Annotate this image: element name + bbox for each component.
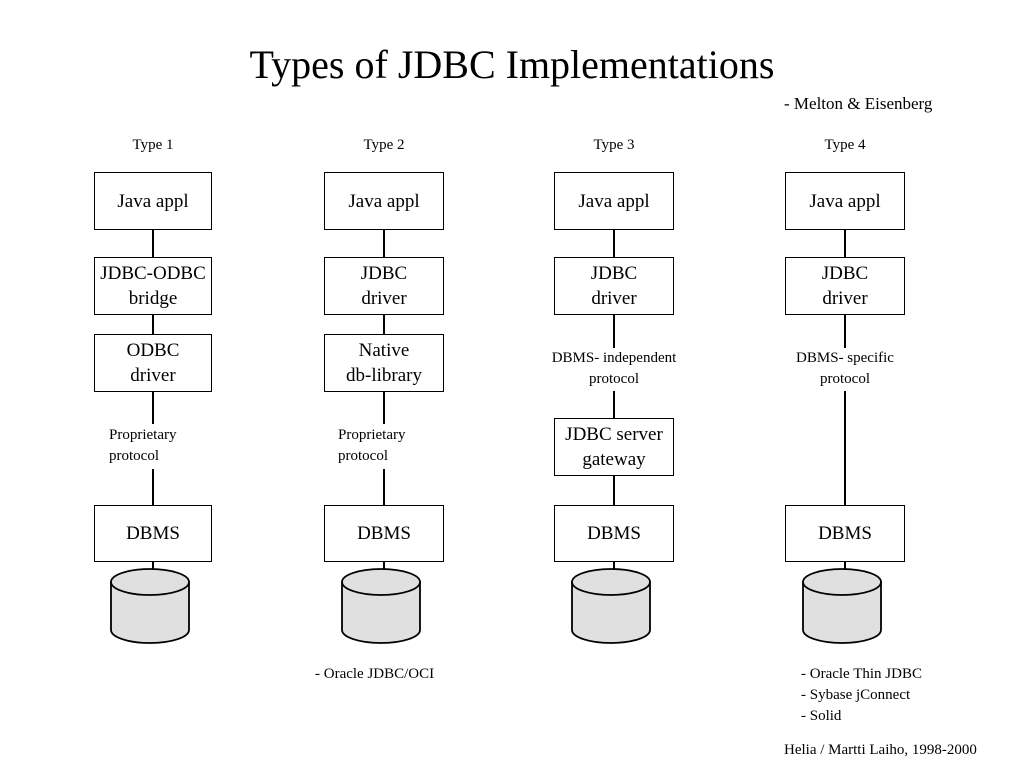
database-cylinder-icon-type-2 (339, 568, 423, 646)
title-attribution: - Melton & Eisenberg (784, 94, 933, 113)
footnote-type-4: - Oracle Thin JDBC - Sybase jConnect - S… (801, 666, 922, 724)
connector-t4-protocol-dbms (844, 391, 846, 505)
column-header-type-2: Type 2 (363, 137, 405, 153)
node-java-appl-type-2[interactable]: Java appl (324, 172, 444, 230)
node-java-appl-type-4[interactable]: Java appl (785, 172, 905, 230)
connector-t3-app-driver (613, 230, 615, 257)
connector-t2-driver-native (383, 315, 385, 334)
connector-t3-gateway-dbms (613, 476, 615, 505)
protocol-label-type-1: Proprietary protocol (109, 427, 177, 464)
node-java-appl-type-1[interactable]: Java appl (94, 172, 212, 230)
connector-t2-native-protocol (383, 392, 385, 424)
connector-t1-bridge-odbc (152, 315, 154, 334)
node-jdbc-driver-type-4[interactable]: JDBC driver (785, 257, 905, 315)
node-odbc-driver[interactable]: ODBC driver (94, 334, 212, 392)
database-cylinder-icon-type-3 (569, 568, 653, 646)
node-java-appl-type-3[interactable]: Java appl (554, 172, 674, 230)
database-cylinder-icon-type-1 (108, 568, 192, 646)
connector-t1-odbc-protocol (152, 392, 154, 424)
column-header-type-3: Type 3 (593, 137, 635, 153)
connector-t1-protocol-dbms (152, 469, 154, 505)
node-jdbc-odbc-bridge[interactable]: JDBC-ODBC bridge (94, 257, 212, 315)
slide-credit: Helia / Martti Laiho, 1998-2000 (784, 742, 977, 758)
connector-t2-app-driver (383, 230, 385, 257)
page-title: Types of JDBC Implementations (249, 42, 775, 87)
database-cylinder-icon-type-4 (800, 568, 884, 646)
connector-t3-protocol-gateway (613, 391, 615, 418)
connector-t4-driver-protocol (844, 315, 846, 348)
protocol-label-type-3: DBMS- independent protocol (551, 350, 677, 387)
node-jdbc-driver-type-3[interactable]: JDBC driver (554, 257, 674, 315)
connector-t4-app-driver (844, 230, 846, 257)
footnote-type-2: - Oracle JDBC/OCI (315, 666, 435, 682)
column-header-type-1: Type 1 (132, 137, 174, 153)
node-jdbc-driver-type-2[interactable]: JDBC driver (324, 257, 444, 315)
node-dbms-type-2[interactable]: DBMS (324, 505, 444, 562)
connector-t1-app-bridge (152, 230, 154, 257)
node-jdbc-server-gateway[interactable]: JDBC server gateway (554, 418, 674, 476)
connector-t2-protocol-dbms (383, 469, 385, 505)
protocol-label-type-4: DBMS- specific protocol (796, 350, 894, 387)
node-dbms-type-3[interactable]: DBMS (554, 505, 674, 562)
column-header-type-4: Type 4 (824, 137, 866, 153)
node-native-db-library[interactable]: Native db-library (324, 334, 444, 392)
node-dbms-type-4[interactable]: DBMS (785, 505, 905, 562)
protocol-label-type-2: Proprietary protocol (338, 427, 406, 464)
node-dbms-type-1[interactable]: DBMS (94, 505, 212, 562)
connector-t3-driver-protocol (613, 315, 615, 348)
